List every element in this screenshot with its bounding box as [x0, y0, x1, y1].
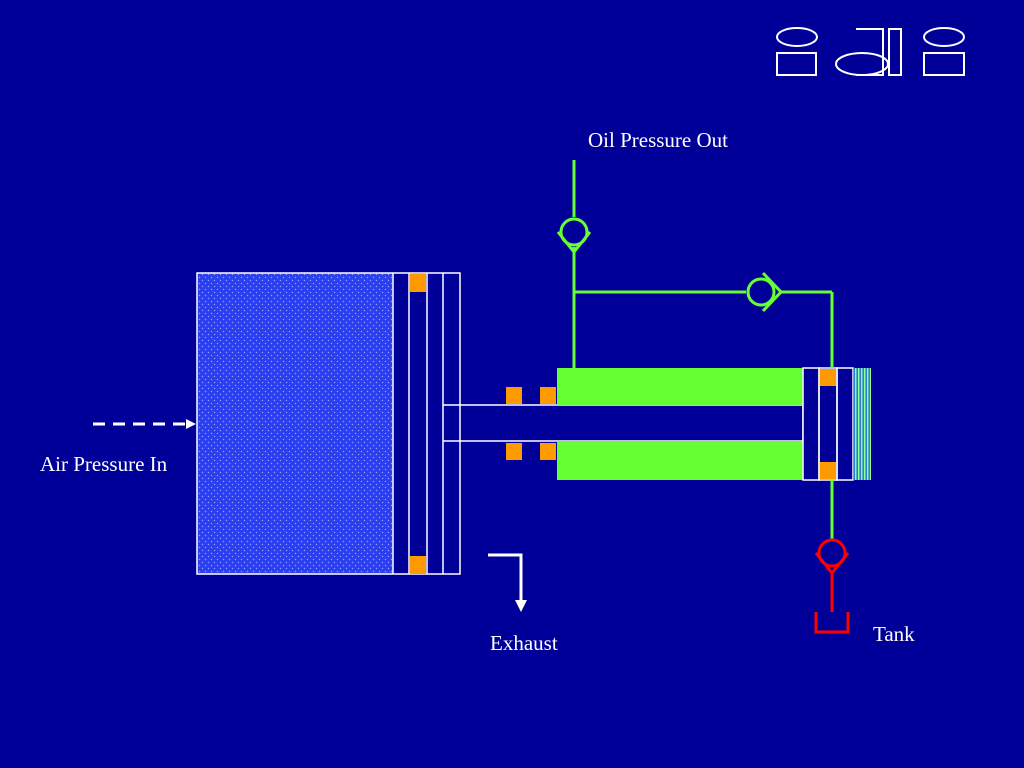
oil-cylinder: [557, 367, 871, 481]
rod-seals: [506, 387, 556, 460]
air-chamber: [197, 273, 393, 574]
oil-pressure-out-label: Oil Pressure Out: [588, 128, 728, 152]
filter-block: [853, 368, 871, 480]
air-in-arrow-icon: [93, 419, 196, 429]
oil-chamber-top: [557, 368, 803, 405]
piston-rod: [443, 404, 804, 442]
tank-label: Tank: [873, 622, 915, 646]
air-pressure-in-label: Air Pressure In: [40, 452, 168, 476]
oil-chamber-bottom: [557, 441, 803, 480]
oil-piston-seal-bottom: [820, 462, 836, 479]
check-valve-icon: [746, 271, 784, 313]
tank-icon: [814, 612, 850, 634]
exhaust-arrow-icon: [488, 553, 527, 612]
check-valve-icon: [556, 217, 592, 255]
check-valve-icon: [814, 538, 850, 612]
piston-seal-top: [410, 274, 426, 292]
oil-output-line: [572, 160, 834, 540]
air-cylinder: [196, 272, 461, 575]
oil-piston-seal-top: [820, 369, 836, 386]
logo-icon: [776, 27, 965, 76]
piston-seal-bottom: [410, 556, 426, 574]
exhaust-label: Exhaust: [490, 631, 558, 655]
